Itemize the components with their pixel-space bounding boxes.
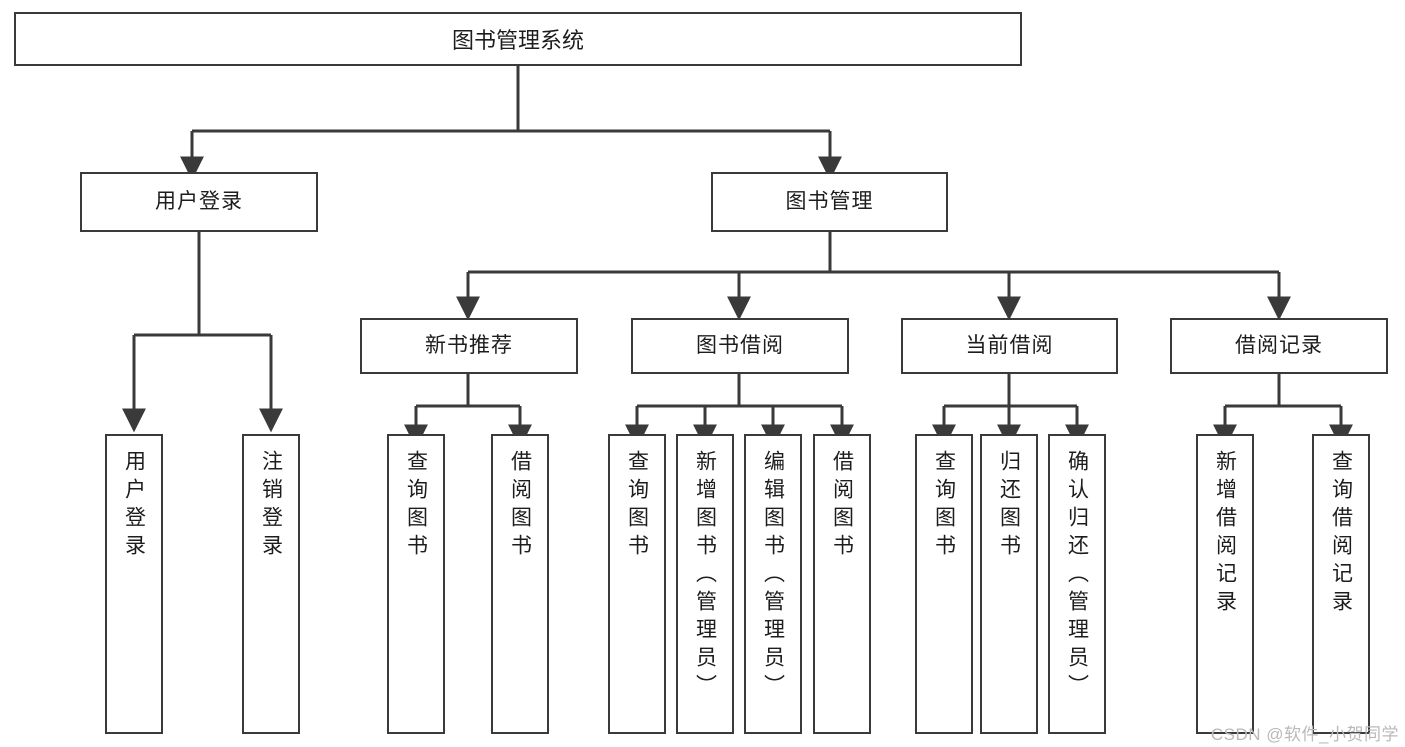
node-label: 新增借阅记录: [1213, 450, 1237, 618]
node-label: 用户登录: [155, 190, 243, 214]
node-label: 确认归还（管理员）: [1065, 450, 1089, 702]
leaf-edit-book[interactable]: 编辑图书（管理员）: [744, 434, 802, 734]
node-label: 注销登录: [259, 450, 283, 562]
leaf-query-borrow-record[interactable]: 查询借阅记录: [1312, 434, 1370, 734]
leaf-borrow-book-new-recommend[interactable]: 借阅图书: [491, 434, 549, 734]
node-label: 新增图书（管理员）: [693, 450, 717, 702]
node-label: 用户登录: [122, 450, 146, 562]
node-label: 借阅记录: [1235, 334, 1323, 358]
leaf-add-borrow-record[interactable]: 新增借阅记录: [1196, 434, 1254, 734]
leaf-confirm-return[interactable]: 确认归还（管理员）: [1048, 434, 1106, 734]
node-label: 查询图书: [404, 450, 428, 562]
node-book-management[interactable]: 图书管理: [711, 172, 948, 232]
leaf-return-book[interactable]: 归还图书: [980, 434, 1038, 734]
leaf-query-book-borrow[interactable]: 查询图书: [608, 434, 666, 734]
node-label: 归还图书: [997, 450, 1021, 562]
node-label: 图书管理系统: [451, 28, 584, 53]
csdn-watermark: CSDN @软件_小贺同学: [1210, 725, 1399, 744]
leaf-user-login[interactable]: 用户登录: [105, 434, 163, 734]
leaf-add-book[interactable]: 新增图书（管理员）: [676, 434, 734, 734]
node-new-book-recommend[interactable]: 新书推荐: [360, 318, 578, 374]
node-label: 查询图书: [932, 450, 956, 562]
node-label: 当前借阅: [965, 334, 1054, 358]
node-root-system[interactable]: 图书管理系统: [14, 12, 1022, 66]
node-label: 新书推荐: [425, 334, 513, 358]
node-label: 图书管理: [785, 190, 874, 214]
node-label: 查询图书: [625, 450, 649, 562]
node-borrow-record[interactable]: 借阅记录: [1170, 318, 1388, 374]
node-label: 查询借阅记录: [1329, 450, 1353, 618]
node-book-borrow[interactable]: 图书借阅: [631, 318, 849, 374]
node-label: 图书借阅: [696, 334, 784, 358]
node-label: 借阅图书: [830, 450, 854, 562]
node-user-login[interactable]: 用户登录: [80, 172, 318, 232]
leaf-query-book-current[interactable]: 查询图书: [915, 434, 973, 734]
node-current-borrow[interactable]: 当前借阅: [901, 318, 1118, 374]
node-label: 借阅图书: [508, 450, 532, 562]
node-label: 编辑图书（管理员）: [761, 450, 785, 702]
leaf-query-book-new-recommend[interactable]: 查询图书: [387, 434, 445, 734]
leaf-logout[interactable]: 注销登录: [242, 434, 300, 734]
leaf-borrow-book-borrow[interactable]: 借阅图书: [813, 434, 871, 734]
